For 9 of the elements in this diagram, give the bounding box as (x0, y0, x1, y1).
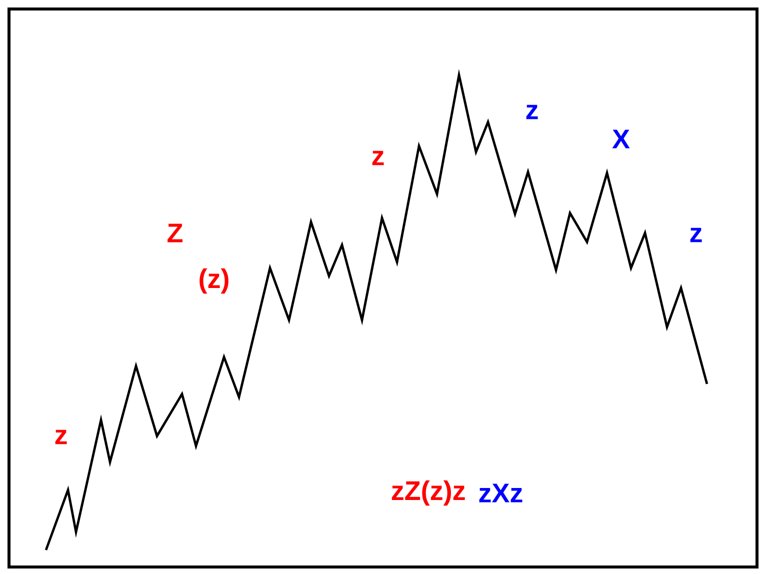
wave-label: z (55, 430, 67, 444)
wave-label: z (372, 150, 384, 166)
wave-label: zZ(z)z (392, 480, 465, 506)
wave-label: Z (168, 224, 182, 242)
wave-label: z (526, 104, 538, 120)
wave-label: X (612, 130, 630, 148)
wave-label: (z) (200, 268, 228, 294)
wave-label: z (690, 228, 702, 242)
wave-label: zXz (479, 484, 522, 502)
